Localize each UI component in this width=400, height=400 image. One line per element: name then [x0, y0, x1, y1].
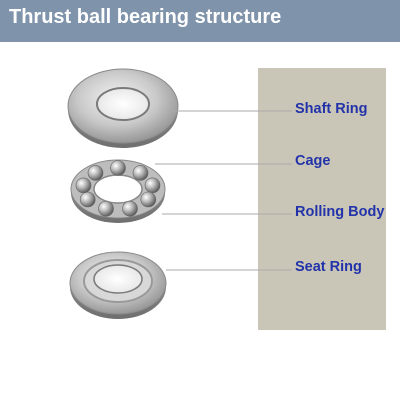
ball — [79, 191, 96, 208]
label-shaft-ring: Shaft Ring — [295, 101, 368, 117]
rolling-balls — [75, 160, 161, 217]
label-panel — [258, 68, 386, 330]
leader-lines — [155, 110, 292, 271]
ball — [122, 200, 138, 217]
ball — [98, 200, 114, 217]
label-seat-ring: Seat Ring — [295, 259, 362, 275]
shaft-ring — [67, 68, 179, 148]
seat-ring — [69, 251, 167, 319]
ball — [144, 177, 161, 194]
label-cage: Cage — [295, 153, 331, 169]
ball — [87, 165, 104, 181]
ball — [132, 165, 149, 181]
label-rolling-body: Rolling Body — [295, 204, 385, 220]
header-bar: Thrust ball bearing structure — [0, 0, 400, 42]
ball — [110, 160, 126, 176]
ball — [75, 177, 92, 194]
ball — [140, 191, 157, 208]
diagram-title: Thrust ball bearing structure — [9, 6, 282, 28]
